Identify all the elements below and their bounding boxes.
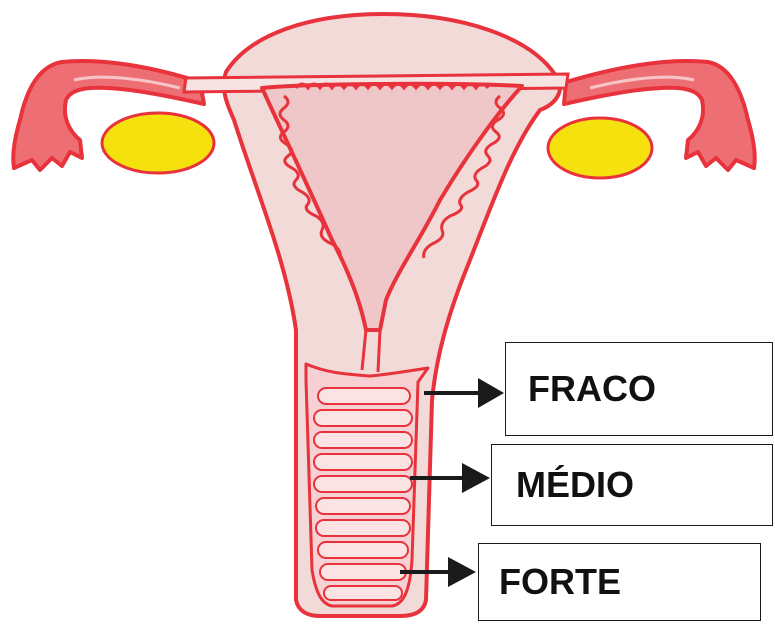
right-ovary — [548, 118, 652, 178]
label-medio: MÉDIO — [491, 444, 773, 526]
label-fraco: FRACO — [505, 342, 773, 436]
label-medio-text: MÉDIO — [516, 464, 634, 506]
label-forte-text: FORTE — [499, 561, 621, 603]
label-forte: FORTE — [478, 543, 761, 621]
label-fraco-text: FRACO — [528, 368, 656, 410]
left-ovary — [102, 113, 214, 173]
